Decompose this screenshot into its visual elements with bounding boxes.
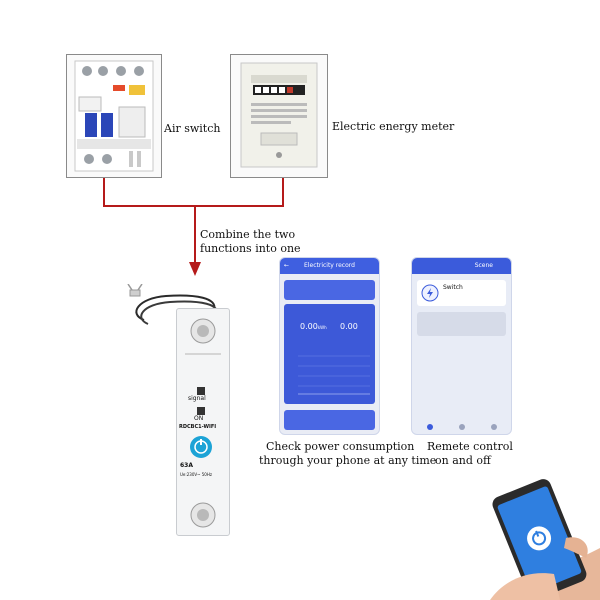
combine-label-line1: Combine the two xyxy=(200,228,296,241)
electricity-value: 0.00kWh xyxy=(300,322,327,331)
breaker-on-label: ON xyxy=(194,415,204,422)
wire-horizontal xyxy=(103,205,284,207)
electricity-header: ← Electricity record xyxy=(280,258,379,274)
electricity-footer xyxy=(284,410,375,430)
air-switch-photo xyxy=(66,54,162,178)
power-icon xyxy=(421,284,439,302)
wire-leads-image xyxy=(127,284,218,325)
breaker-model-label: RDCBC1-WIFI xyxy=(179,424,217,430)
energy-meter-label: Electric energy meter xyxy=(332,120,455,133)
electricity-panel: 0.00kWh 0.00 xyxy=(284,304,375,404)
remote-header: Scene xyxy=(412,258,511,274)
electricity-tabs xyxy=(284,280,375,300)
wire-down xyxy=(194,205,196,265)
electricity-value-main: 0.00 xyxy=(300,322,318,331)
back-arrow-icon: ← xyxy=(284,262,290,269)
electricity-title: Electricity record xyxy=(304,262,355,269)
remote-header-label: Scene xyxy=(474,262,493,269)
breaker-spec-label: Ue:230V~ 50Hz xyxy=(180,472,212,477)
combine-label-line2: functions into one xyxy=(200,242,301,255)
wire-left-vertical xyxy=(103,178,105,206)
phone-screen-electricity: ← Electricity record 0.00kWh 0.00 xyxy=(279,257,380,435)
remote-control-line1: Remete control xyxy=(427,440,513,453)
device-card-switch: Switch xyxy=(417,280,506,306)
check-consumption-line2: through your phone at any time xyxy=(259,454,437,467)
energy-meter-photo xyxy=(230,54,328,178)
arrow-down-icon xyxy=(189,262,201,276)
air-switch-label: Air switch xyxy=(164,122,221,135)
check-consumption-line1: Check power consumption xyxy=(266,440,415,453)
smart-breaker xyxy=(176,308,230,536)
electricity-value-unit: kWh xyxy=(317,325,327,330)
circuit-breaker-image xyxy=(74,60,154,172)
electricity-value-side: 0.00 xyxy=(340,322,358,331)
energy-meter-image xyxy=(240,62,318,168)
breaker-rating-label: 63A xyxy=(180,462,193,469)
remote-bottom-nav xyxy=(427,424,497,430)
device-name: Switch xyxy=(443,284,463,291)
phone-screen-remote: Scene Switch xyxy=(411,257,512,435)
device-card-secondary xyxy=(417,312,506,336)
breaker-body-image xyxy=(185,318,221,528)
electricity-chart-grid xyxy=(298,355,370,395)
breaker-signal-label: signal xyxy=(188,395,206,402)
hand-holding-phone-image xyxy=(490,479,600,600)
wire-right-vertical xyxy=(282,178,284,206)
remote-control-line2: on and off xyxy=(435,454,491,467)
